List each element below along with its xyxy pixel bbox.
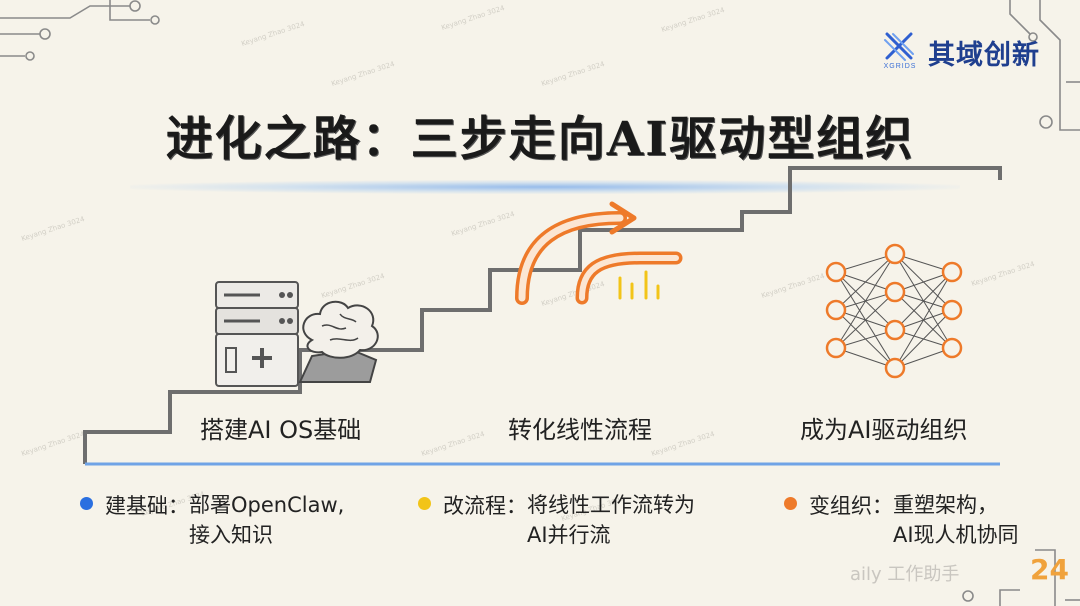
staircase-outline xyxy=(83,166,1002,464)
page-number: 24 xyxy=(1030,553,1069,586)
neural-network-icon xyxy=(825,243,963,379)
legend-line: 接入知识 xyxy=(189,523,273,547)
step-label-foundation: 搭建AI OS基础 xyxy=(200,416,362,444)
parallel-arrows-icon xyxy=(515,201,683,305)
legend-line: AI并行流 xyxy=(527,523,611,547)
page-title: 进化之路：三步走向AI驱动型组织 xyxy=(165,112,915,167)
step-label-organization: 成为AI驱动组织 xyxy=(800,416,968,444)
legend-item-foundation: 建基础： 部署OpenClaw, 接入知识 xyxy=(80,490,344,550)
legend-line: 部署OpenClaw, xyxy=(189,493,345,517)
yellow-bullet-icon xyxy=(418,497,431,510)
brand-sub: XGRIDS xyxy=(883,63,917,70)
blue-bullet-icon xyxy=(80,497,93,510)
legend-head: 改流程： xyxy=(443,494,527,518)
footer-watermark: aily 工作助手 xyxy=(850,564,960,585)
legend-head: 变组织： xyxy=(809,494,893,518)
orange-bullet-icon xyxy=(784,497,797,510)
xgrids-logo-icon: XGRIDS xyxy=(878,30,922,74)
legend-item-organization: 变组织： 重塑架构， AI现人机协同 xyxy=(784,490,1019,550)
brand-logo: XGRIDS 其域创新 xyxy=(878,30,1040,74)
step-label-process: 转化线性流程 xyxy=(508,416,652,444)
server-brain-icon xyxy=(215,281,379,387)
legend-item-process: 改流程： 将线性工作流转为 AI并行流 xyxy=(418,490,695,550)
legend-line: 重塑架构， xyxy=(893,493,998,517)
legend-line: 将线性工作流转为 xyxy=(527,493,695,517)
title-underline-glow xyxy=(130,180,960,194)
legend-head: 建基础： xyxy=(105,494,189,518)
brand-name: 其域创新 xyxy=(928,39,1040,71)
legend-line: AI现人机协同 xyxy=(893,523,1019,547)
